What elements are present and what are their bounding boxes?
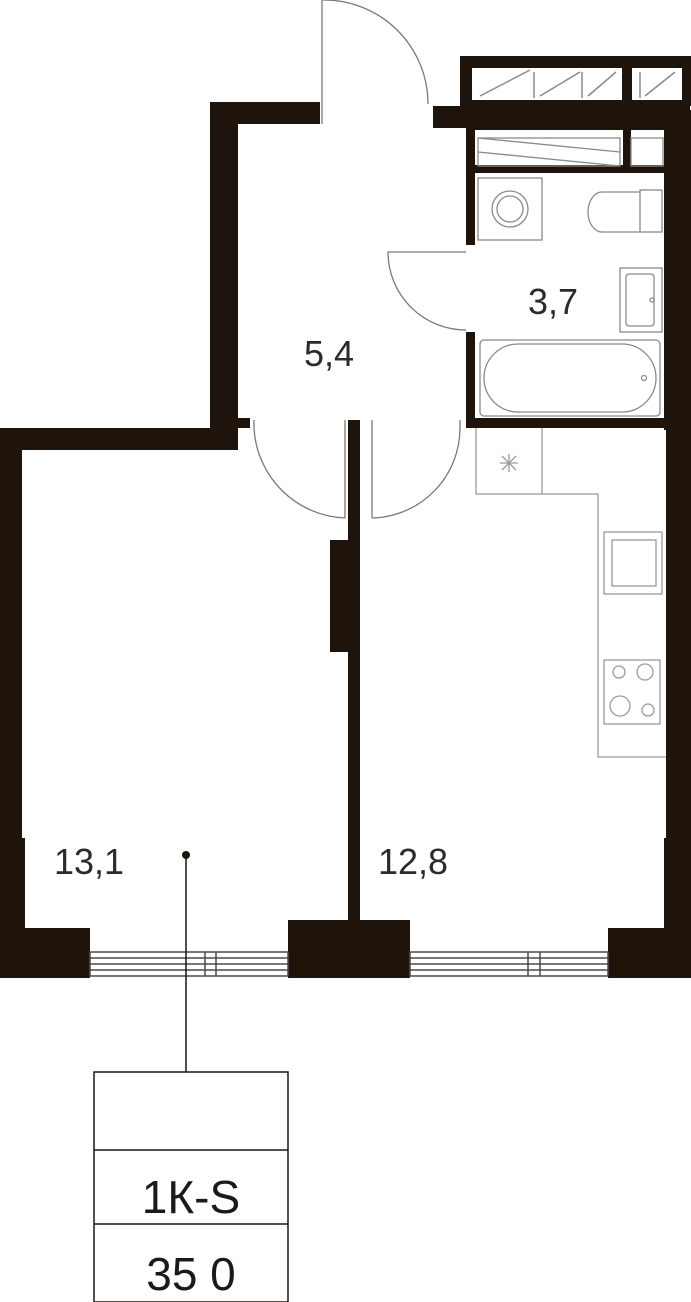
toilet-icon [587, 189, 663, 233]
apartment-tag [93, 1071, 289, 1302]
windows [89, 951, 609, 977]
kitchen-fixtures [475, 428, 666, 758]
kitchen-sink-icon [603, 531, 663, 595]
apartment-number-label: 35 0 [146, 1248, 236, 1300]
bathroom-fixtures [477, 137, 664, 417]
hood-icon [500, 454, 518, 472]
bathroom-area-label: 3,7 [528, 281, 578, 322]
bathtub-icon [479, 339, 661, 417]
hall-area-label: 5,4 [304, 333, 354, 374]
entrance-door-icon [321, 0, 429, 124]
leader-line [182, 851, 190, 1072]
bedroom-area-label: 13,1 [54, 841, 124, 882]
walls [0, 102, 691, 978]
kitchen-area-label: 12,8 [378, 841, 448, 882]
doors [253, 0, 467, 519]
loggia [460, 56, 691, 126]
washing-machine-icon [477, 177, 543, 241]
sink-icon [619, 267, 663, 333]
stove-icon [603, 659, 661, 725]
apartment-type-label: 1К-S [142, 1171, 240, 1223]
